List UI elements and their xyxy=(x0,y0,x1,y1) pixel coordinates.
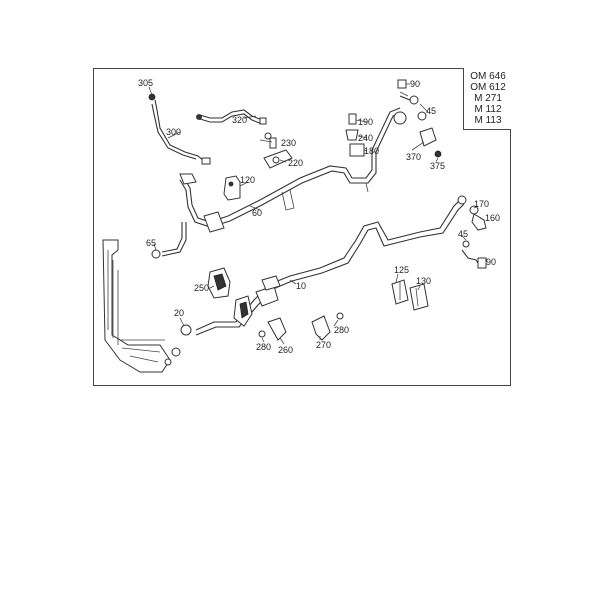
engine-code-2: OM 612 xyxy=(470,82,506,93)
fittings-170-160 xyxy=(469,205,487,231)
bracket-250 xyxy=(207,267,231,299)
callout-125: 125 xyxy=(394,265,409,275)
callout-10: 10 xyxy=(296,281,306,291)
parts-190-240-180 xyxy=(345,113,365,157)
callout-160: 160 xyxy=(485,213,500,223)
callout-375: 375 xyxy=(430,161,445,171)
callout-270: 270 xyxy=(316,340,331,350)
engine-code-3: M 271 xyxy=(474,93,502,104)
callout-230: 230 xyxy=(281,138,296,148)
callout-280-right: 280 xyxy=(334,325,349,335)
callout-60: 60 xyxy=(252,208,262,218)
bracket-370 xyxy=(419,127,442,158)
callout-220: 220 xyxy=(288,158,303,168)
callout-305: 305 xyxy=(138,78,153,88)
line-320 xyxy=(196,109,272,140)
callout-45-lower: 45 xyxy=(458,229,468,239)
callout-130: 130 xyxy=(416,276,431,286)
callout-65: 65 xyxy=(146,238,156,248)
condenser xyxy=(102,239,181,373)
clamp-220 xyxy=(263,137,293,169)
callout-280-left: 280 xyxy=(256,342,271,352)
bracket-120 xyxy=(223,175,241,201)
callout-370: 370 xyxy=(406,152,421,162)
leader-lines xyxy=(148,83,487,345)
pipe-65 xyxy=(151,222,187,259)
engine-code-5: M 113 xyxy=(474,115,502,126)
engine-code-4: M 112 xyxy=(474,104,502,115)
engine-code-box: OM 646 OM 612 M 271 M 112 M 113 xyxy=(463,68,511,130)
engine-code-1: OM 646 xyxy=(470,71,506,82)
callout-labels: 305 300 320 230 220 120 60 65 190 240 18… xyxy=(138,78,500,355)
diagram-frame xyxy=(93,68,511,386)
clip-125-130 xyxy=(391,279,429,311)
suction-line-60 xyxy=(179,107,407,233)
callout-300: 300 xyxy=(166,127,181,137)
callout-90-lower: 90 xyxy=(486,257,496,267)
callout-170: 170 xyxy=(474,199,489,209)
callout-90-upper: 90 xyxy=(410,79,420,89)
fittings-lower-right xyxy=(461,240,487,269)
bracket-lower xyxy=(233,295,344,341)
callout-190: 190 xyxy=(358,117,373,127)
callout-250: 250 xyxy=(194,283,209,293)
callout-20: 20 xyxy=(174,308,184,318)
callout-180: 180 xyxy=(364,146,379,156)
callout-320: 320 xyxy=(232,115,247,125)
callout-45-upper: 45 xyxy=(426,106,436,116)
callout-120: 120 xyxy=(240,175,255,185)
callout-260: 260 xyxy=(278,345,293,355)
callout-240: 240 xyxy=(358,133,373,143)
